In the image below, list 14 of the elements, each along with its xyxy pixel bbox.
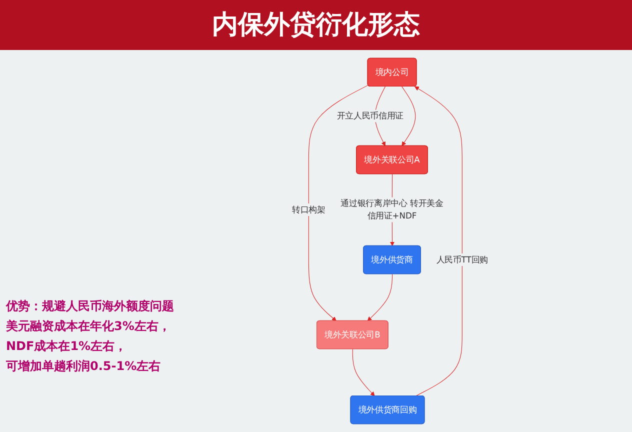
edge-label: 转口构架 — [292, 204, 326, 214]
arrow — [402, 86, 416, 146]
note-text: NDF成本在1%左右， — [6, 338, 128, 355]
arrow — [352, 348, 375, 396]
arrow — [414, 86, 462, 396]
note-text: 可增加单趟利润0.5-1%左右 — [6, 358, 162, 375]
note-text: 美元融资成本在年化3%左右， — [6, 318, 172, 335]
edge-label: 人民币TT回购 — [436, 254, 488, 264]
arrow — [367, 274, 393, 322]
edge-label: 开立人民币信用证 — [336, 110, 404, 121]
title-banner: 内保外贷衍化形态 — [0, 0, 632, 50]
arrow — [308, 84, 368, 322]
edge-label: 通过银行离岸中心 转开美金信用证+NDF — [340, 198, 444, 221]
note-text: 优势：规避人民币海外额度问题 — [6, 298, 175, 315]
